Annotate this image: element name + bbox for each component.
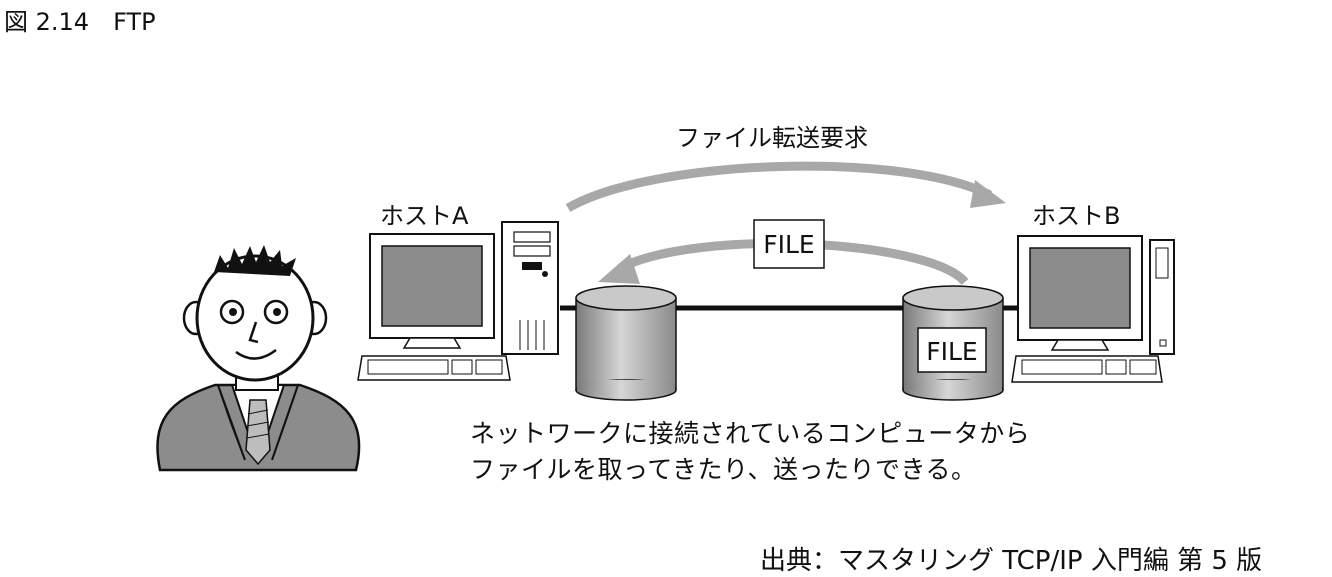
request-arrow (565, 161, 1006, 212)
request-label: ファイル転送要求 (676, 124, 868, 152)
file-tag-db-box (917, 327, 987, 373)
description-line-2: ファイルを取ってきたり、送ったりできる。 (470, 455, 977, 484)
file-tag-arrow: FILE (753, 219, 825, 269)
figure-title: 図 2.14 FTP (4, 8, 156, 36)
description-line-1: ネットワークに接続されているコンピュータから (470, 419, 1031, 448)
database-left (575, 285, 677, 401)
database-right: FILE (902, 285, 1004, 401)
file-tag-arrow-label: FILE (763, 230, 814, 259)
file-tag-db-label: FILE (926, 337, 977, 366)
host-a-computer-icon (357, 221, 559, 381)
host-b-computer-icon (1011, 235, 1175, 383)
user-person-icon (156, 245, 361, 472)
source-credit: 出典：マスタリング TCP/IP 入門編 第 5 版 (760, 546, 1263, 576)
host-b-label: ホストB (1032, 202, 1121, 230)
host-a-label: ホストA (380, 202, 469, 230)
